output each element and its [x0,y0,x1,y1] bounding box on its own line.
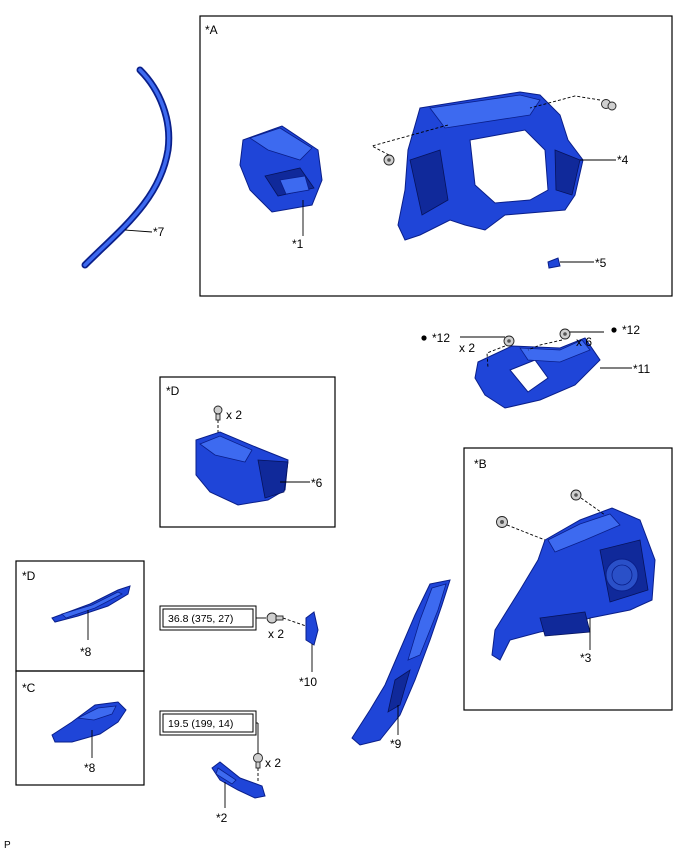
callout-8-d: *8 [80,645,92,659]
callout-7: *7 [153,225,165,239]
torque-value-10: 36.8 (375, 27) [168,613,233,625]
clip-icon-b1 [496,516,508,528]
torque-value-2: 19.5 (199, 14) [168,718,233,730]
part-8-strip-c [51,701,127,743]
part-2-small-bracket [211,761,266,799]
callout-11: *11 [633,362,650,376]
part-8-strip-d [51,585,131,623]
torque-box-2: 19.5 (199, 14) [159,710,257,736]
bolt-icon-10 [266,612,284,624]
qty-10: x 2 [268,627,284,641]
callout-3: *3 [580,651,592,665]
part-3-lower-quarter-panel [491,507,656,661]
qty-12-left: x 2 [459,341,475,355]
torque-box-10: 36.8 (375, 27) [159,605,257,631]
callout-9: *9 [390,737,402,751]
frame-b [463,447,673,711]
part-7-trim-strip [81,66,173,269]
callout-8-c: *8 [84,761,96,775]
clip-icon-a1 [383,154,395,166]
part-1-bracket [239,125,323,213]
part-4-quarter-panel [397,91,584,241]
callout-12-left: *12 [432,331,450,345]
part-6-panel [195,431,289,506]
frame-a [199,15,673,297]
bullet-dot-right [611,327,617,333]
frame-b-label: *B [474,457,487,471]
bolt-icon-2 [253,753,263,769]
callout-10: *10 [299,675,317,689]
part-9-pillar-trim [351,579,451,746]
callout-12-right: *12 [622,323,640,337]
frame-c [15,670,145,786]
part-11-upper-trim [474,337,601,409]
frame-d-large [159,376,336,528]
callout-1: *1 [292,237,304,251]
clip-icon-b2 [570,489,582,501]
clip-icon-12-left [503,335,515,347]
qty-12-right: x 6 [576,335,592,349]
callout-2: *2 [216,811,228,825]
qty-6: x 2 [226,408,242,422]
callout-6: *6 [311,476,323,490]
frame-d-small-label: *D [22,569,36,583]
frame-c-label: *C [22,681,36,695]
callout-5: *5 [595,256,607,270]
frame-a-label: *A [205,23,218,37]
part-10-bracket [305,611,319,646]
qty-2: x 2 [265,756,281,770]
frame-d-large-label: *D [166,384,180,398]
part-5-clip [547,257,561,269]
bullet-dot-left [421,335,427,341]
bolt-icon-6 [213,405,223,421]
callout-4: *4 [617,153,629,167]
footer-code: P [4,840,11,851]
clip-icon-12-right [559,328,571,340]
clip-icon-a2 [601,99,617,111]
